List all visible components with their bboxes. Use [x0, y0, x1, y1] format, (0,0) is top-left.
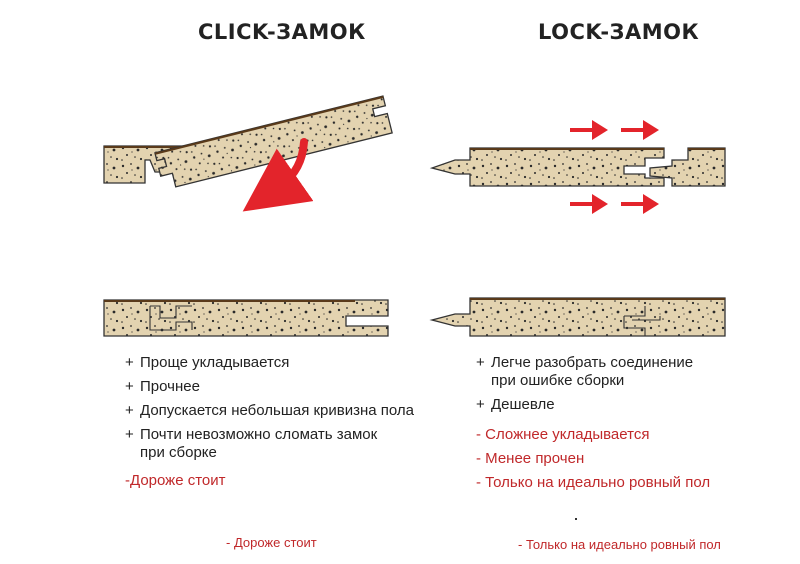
- lock-boards-joined: [429, 297, 726, 337]
- footer-right-note: - Только на идеально ровный пол: [518, 537, 721, 552]
- lock-board-right: [649, 147, 726, 187]
- lock-con-3: - Только на идеально ровный пол: [476, 474, 711, 491]
- title-lock-lock: LOCK-ЗАМОК: [538, 20, 700, 44]
- push-arrows-icon: [570, 120, 659, 214]
- click-con-1: -Дороже стоит: [125, 472, 226, 489]
- lock-pro-2: +Дешевле: [476, 396, 555, 413]
- lock-con-1: - Сложнее укладывается: [476, 426, 650, 443]
- lock-pro-1: +Легче разобрать соединение при ошибке с…: [476, 354, 694, 389]
- footer-dot: [575, 518, 577, 520]
- click-pro-4: +Почти невозможно сломать замок при сбор…: [125, 426, 378, 461]
- click-pro-2: +Прочнее: [125, 378, 200, 395]
- rotation-arrow-icon: [242, 138, 314, 212]
- click-pro-3: +Допускается небольшая кривизна пола: [125, 402, 415, 419]
- click-lock-features: +Проще укладывается +Прочнее +Допускаетс…: [125, 354, 425, 496]
- footer-left-note: - Дороже стоит: [226, 535, 317, 550]
- title-click-lock: CLICK-ЗАМОК: [198, 20, 366, 44]
- click-board-tilted: [154, 95, 393, 188]
- lock-lock-features: +Легче разобрать соединение при ошибке с…: [476, 354, 776, 498]
- lock-con-2: - Менее прочен: [476, 450, 585, 467]
- click-boards-joined: [103, 299, 389, 337]
- lock-board-left: [429, 147, 665, 187]
- click-pro-1: +Проще укладывается: [125, 354, 290, 371]
